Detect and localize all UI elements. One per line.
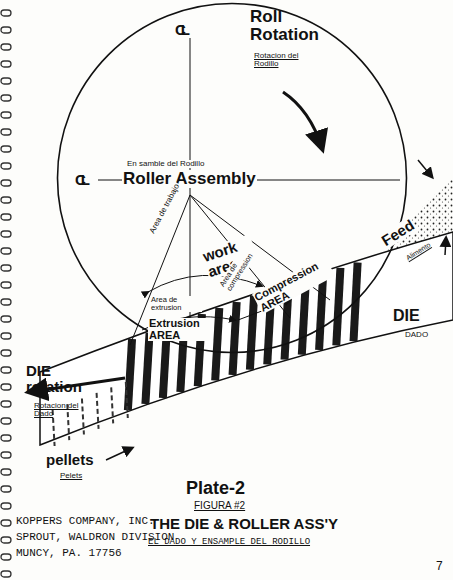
die-holes [128,262,358,410]
feed-arrow [445,238,446,255]
plate-title: Plate-2 [186,479,245,498]
company-text: MUNCY, PA. 17756 [16,548,122,560]
part-name: DIE [392,308,421,325]
spanish-label: Rotacion del Dado [34,402,82,419]
page-number: 7 [436,560,443,573]
feed-arrow [418,160,432,177]
figure-number: FIGURA #2 [194,501,245,512]
spanish-label: Pelets [60,472,82,480]
part-name: Roller Assembly [122,170,257,188]
company-text: KOPPERS COMPANY, INC. [16,516,155,528]
roller-circle: En samble del RodilloRoller Assembly [56,2,408,354]
company-text: SPROUT, WALDRON DIVISION [16,532,174,544]
label-text: pellets [46,452,94,468]
spanish-label: En samble del Rodillo [126,160,205,168]
spanish-label: Area de extrusion [150,296,202,312]
spanish-label: DADO [404,331,429,339]
label-text: DIE rotation [26,363,106,395]
centerline-symbol: CL [174,22,186,38]
spanish-label: Rotacion del Rodillo [254,52,316,69]
die-band [40,232,453,445]
figure-caption: THE DIE & ROLLER ASS'Y [150,516,338,532]
spiral-binding [1,10,11,577]
rotation-arrow [283,92,322,148]
area-label: Extrusion AREA [148,318,210,341]
label-text: Roll Rotation [250,8,330,44]
leader-arrow [106,448,132,460]
centerline-symbol: CL [74,172,86,188]
